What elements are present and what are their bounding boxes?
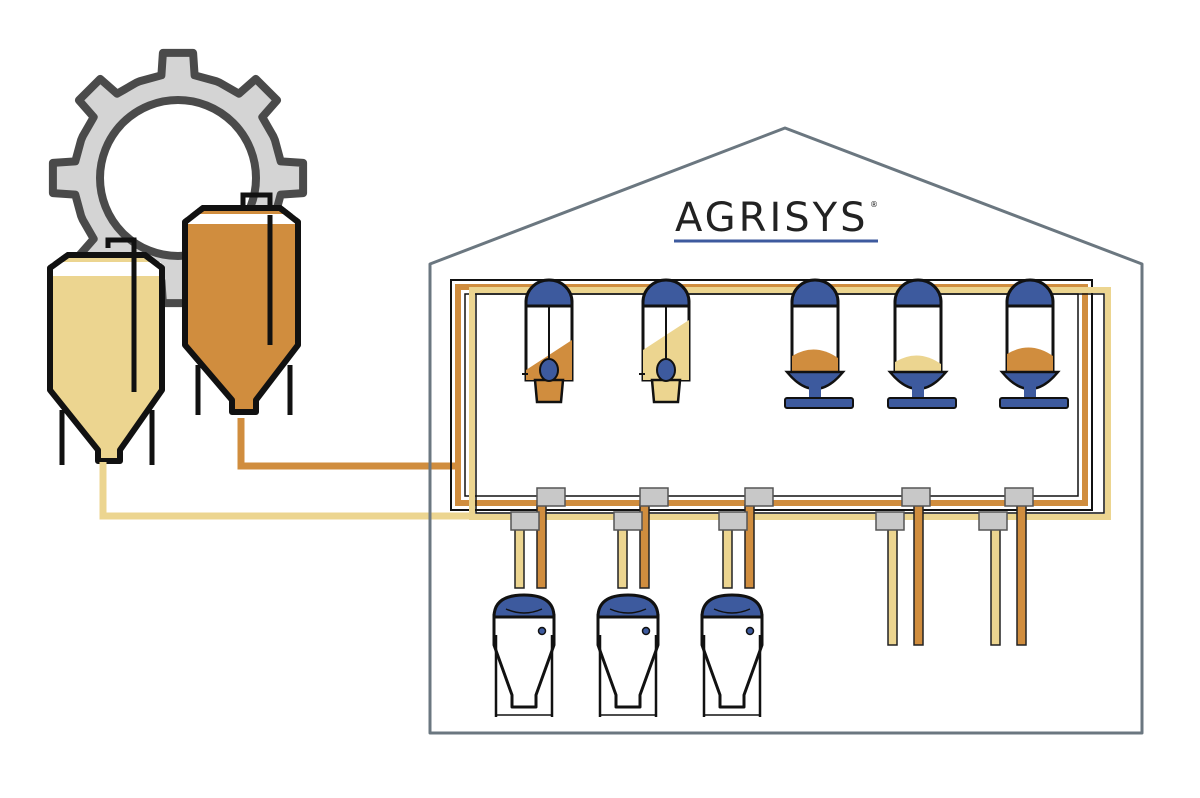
drop-pipe: [722, 527, 733, 589]
valve: [718, 511, 748, 531]
silo-light-icon: [47, 237, 165, 465]
valve: [613, 511, 643, 531]
valve: [510, 511, 540, 531]
feeder-row: [492, 593, 764, 717]
funnel-dispenser: [887, 278, 957, 409]
supply-pipes: [99, 418, 472, 520]
brand-logo-mark: ®: [870, 200, 878, 209]
funnel-row: [784, 278, 1069, 409]
valve: [536, 487, 566, 507]
barn-outline: [428, 126, 1144, 735]
silo-dark-icon: [182, 192, 301, 415]
valve: [639, 487, 669, 507]
valve: [875, 511, 905, 531]
brand-logo: AGRISYS ®: [674, 195, 878, 243]
funnel-dispenser: [999, 278, 1069, 409]
brand-logo-text: AGRISYS: [675, 195, 868, 241]
funnel-dispenser: [784, 278, 854, 409]
feeder-icon: [596, 593, 660, 717]
scale-dispenser: [522, 278, 574, 404]
drop-pipe: [617, 527, 628, 589]
dispenser-row: [522, 278, 691, 404]
valve: [978, 511, 1008, 531]
drop-pipes: [510, 487, 1034, 646]
drop-pipe: [913, 504, 924, 646]
drop-pipe: [1016, 504, 1027, 646]
drop-pipe: [887, 527, 898, 646]
scale-dispenser: [639, 278, 691, 404]
valve: [744, 487, 774, 507]
drop-pipe: [514, 527, 525, 589]
feeder-icon: [700, 593, 764, 717]
valve: [901, 487, 931, 507]
valve: [1004, 487, 1034, 507]
feeder-icon: [492, 593, 556, 717]
drop-pipe: [990, 527, 1001, 646]
